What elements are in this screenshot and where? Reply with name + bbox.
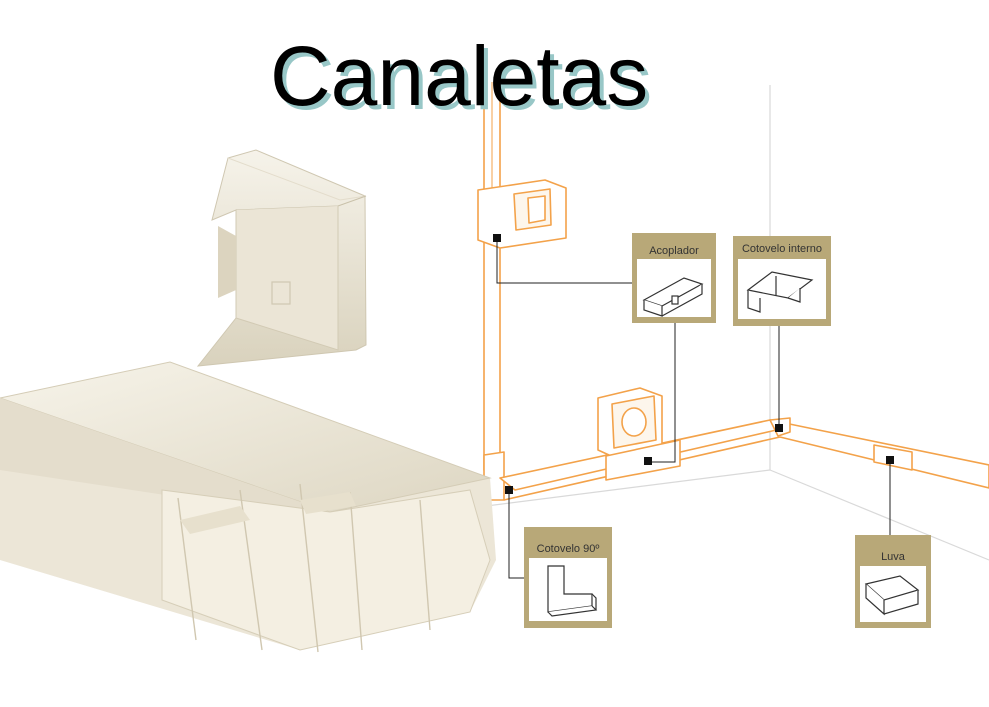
callout-cotovelo-90-label: Cotovelo 90º [537,543,600,555]
leader-lines [496,238,891,579]
cotovelo-interno-icon [746,271,814,313]
callout-luva-label: Luva [881,551,906,563]
slide-title: Canaletas [270,29,649,123]
callout-acoplador: Acoplador [632,233,716,323]
callout-cotovelo-interno: Cotovelo interno [733,236,831,326]
callout-cotovelo-90: Cotovelo 90º [524,527,612,628]
callout-acoplador-label: Acoplador [649,245,699,257]
conduit-drawing [477,82,989,501]
callout-cotovelo-interno-label: Cotovelo interno [742,243,822,255]
end-cap-photo [196,149,367,367]
acoplador-icon [642,277,704,317]
leader-markers [493,234,894,494]
room-outline [454,85,989,561]
callout-luva: Luva [855,535,931,628]
luva-icon [864,575,920,616]
trunking-photo [0,361,496,653]
cotovelo-90-icon [547,565,598,617]
